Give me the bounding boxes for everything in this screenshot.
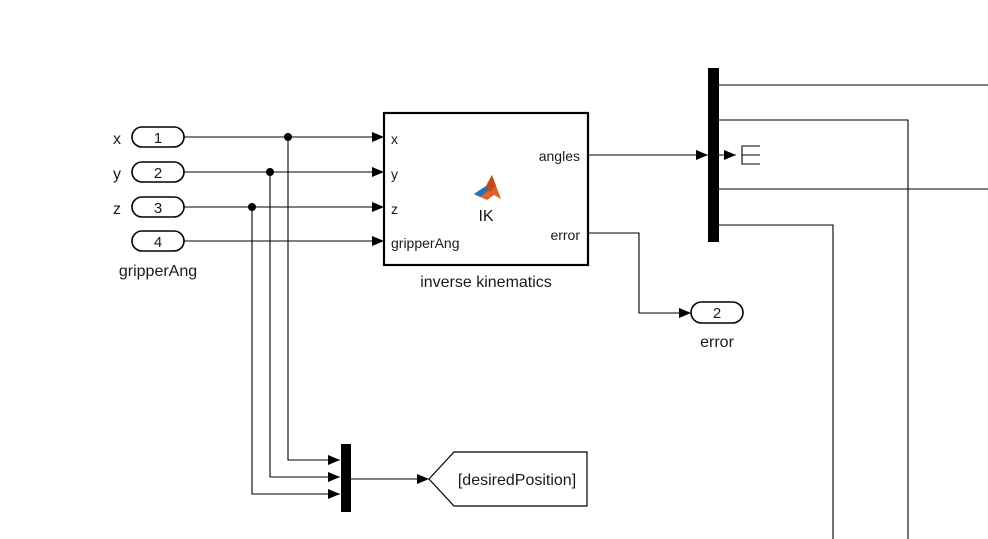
inport-y-number: 2 — [154, 165, 162, 182]
inport-gripperang-label: gripperAng — [119, 263, 197, 280]
outport-error[interactable]: 2 error — [690, 301, 744, 351]
ik-block-name: inverse kinematics — [420, 274, 552, 291]
inport-z-label: z — [113, 201, 121, 218]
ik-output-angles: angles — [539, 148, 580, 164]
ik-center-text: IK — [478, 208, 493, 225]
ik-input-gripperang: gripperAng — [391, 235, 460, 251]
wire-error-to-outport[interactable] — [588, 232, 691, 318]
ik-output-error: error — [550, 227, 580, 243]
wire-z-branch-to-mux[interactable] — [251, 207, 340, 499]
inport-x-number: 1 — [154, 130, 162, 147]
inport-x[interactable]: x 1 — [113, 126, 185, 148]
angles-demux-block[interactable] — [708, 68, 719, 242]
matlab-logo-icon — [474, 175, 501, 200]
ik-input-x: x — [391, 131, 398, 147]
inport-x-label: x — [113, 131, 121, 148]
ik-input-z: z — [391, 201, 398, 217]
ik-function-block[interactable]: x y z gripperAng angles error IK — [382, 111, 590, 267]
branch-point-z — [248, 203, 256, 211]
branch-point-x — [284, 133, 292, 141]
inport-y[interactable]: y 2 — [113, 161, 185, 183]
goto-tag-text: [desiredPosition] — [458, 472, 576, 489]
inport-gripperang[interactable]: 4 gripperAng — [119, 230, 197, 280]
inport-z[interactable]: z 3 — [113, 196, 185, 218]
inport-y-label: y — [113, 166, 121, 183]
ik-input-y: y — [391, 166, 398, 182]
inport-gripperang-number: 4 — [154, 234, 162, 251]
outport-error-number: 2 — [713, 305, 721, 322]
position-mux-block[interactable] — [341, 444, 351, 512]
goto-desired-position[interactable]: [desiredPosition] — [428, 451, 588, 507]
outport-error-label: error — [700, 334, 734, 351]
wire-y-branch-to-mux[interactable] — [269, 172, 340, 482]
wire-demux-out-5[interactable] — [719, 224, 834, 539]
wire-demux-out-2[interactable] — [719, 119, 909, 539]
wire-x-branch-to-mux[interactable] — [287, 137, 340, 465]
inport-z-number: 3 — [154, 200, 162, 217]
branch-point-y — [266, 168, 274, 176]
